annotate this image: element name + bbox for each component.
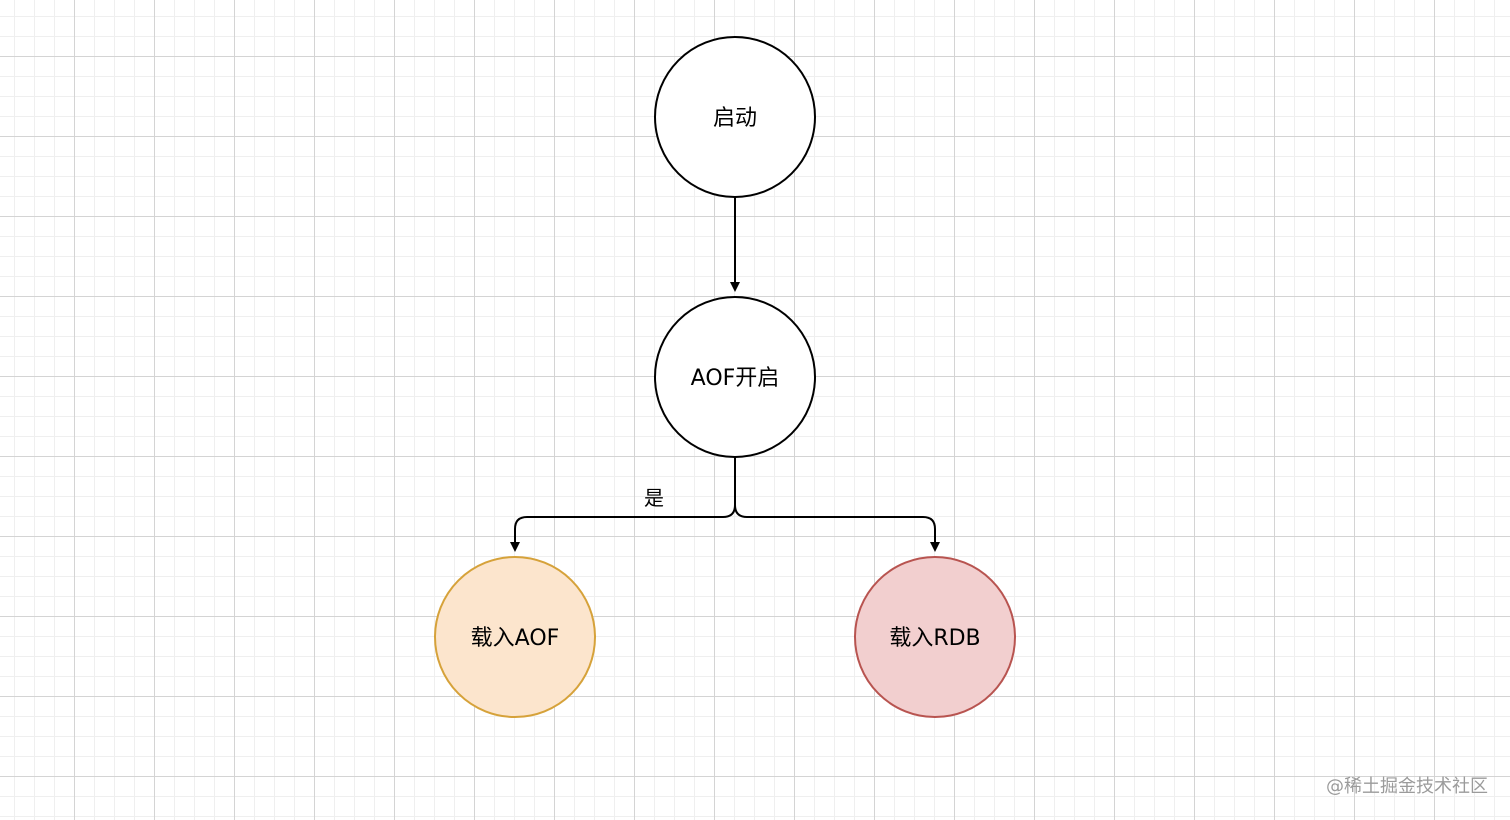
- node-load-rdb-shape: [854, 556, 1016, 718]
- node-load-aof[interactable]: 载入AOF: [434, 556, 596, 718]
- edge-aof-enabled-to-load-rdb[interactable]: [734, 457, 940, 552]
- node-aof-enabled-label: AOF开启: [691, 366, 780, 391]
- node-load-aof-shape: [434, 556, 596, 718]
- node-load-rdb-label: 载入RDB: [889, 626, 980, 651]
- node-load-aof-label: 载入AOF: [471, 626, 560, 651]
- node-aof-enabled[interactable]: AOF开启: [654, 296, 816, 458]
- node-start[interactable]: 启动: [654, 36, 816, 198]
- node-aof-enabled-shape: [654, 296, 816, 458]
- edge-aof-enabled-to-load-aof[interactable]: [510, 457, 736, 552]
- node-start-shape: [654, 36, 816, 198]
- node-start-label: 启动: [713, 106, 757, 131]
- node-load-rdb[interactable]: 载入RDB: [854, 556, 1016, 718]
- edge-label-yes: 是: [644, 486, 664, 510]
- watermark-text: @稀土掘金技术社区: [1326, 776, 1488, 797]
